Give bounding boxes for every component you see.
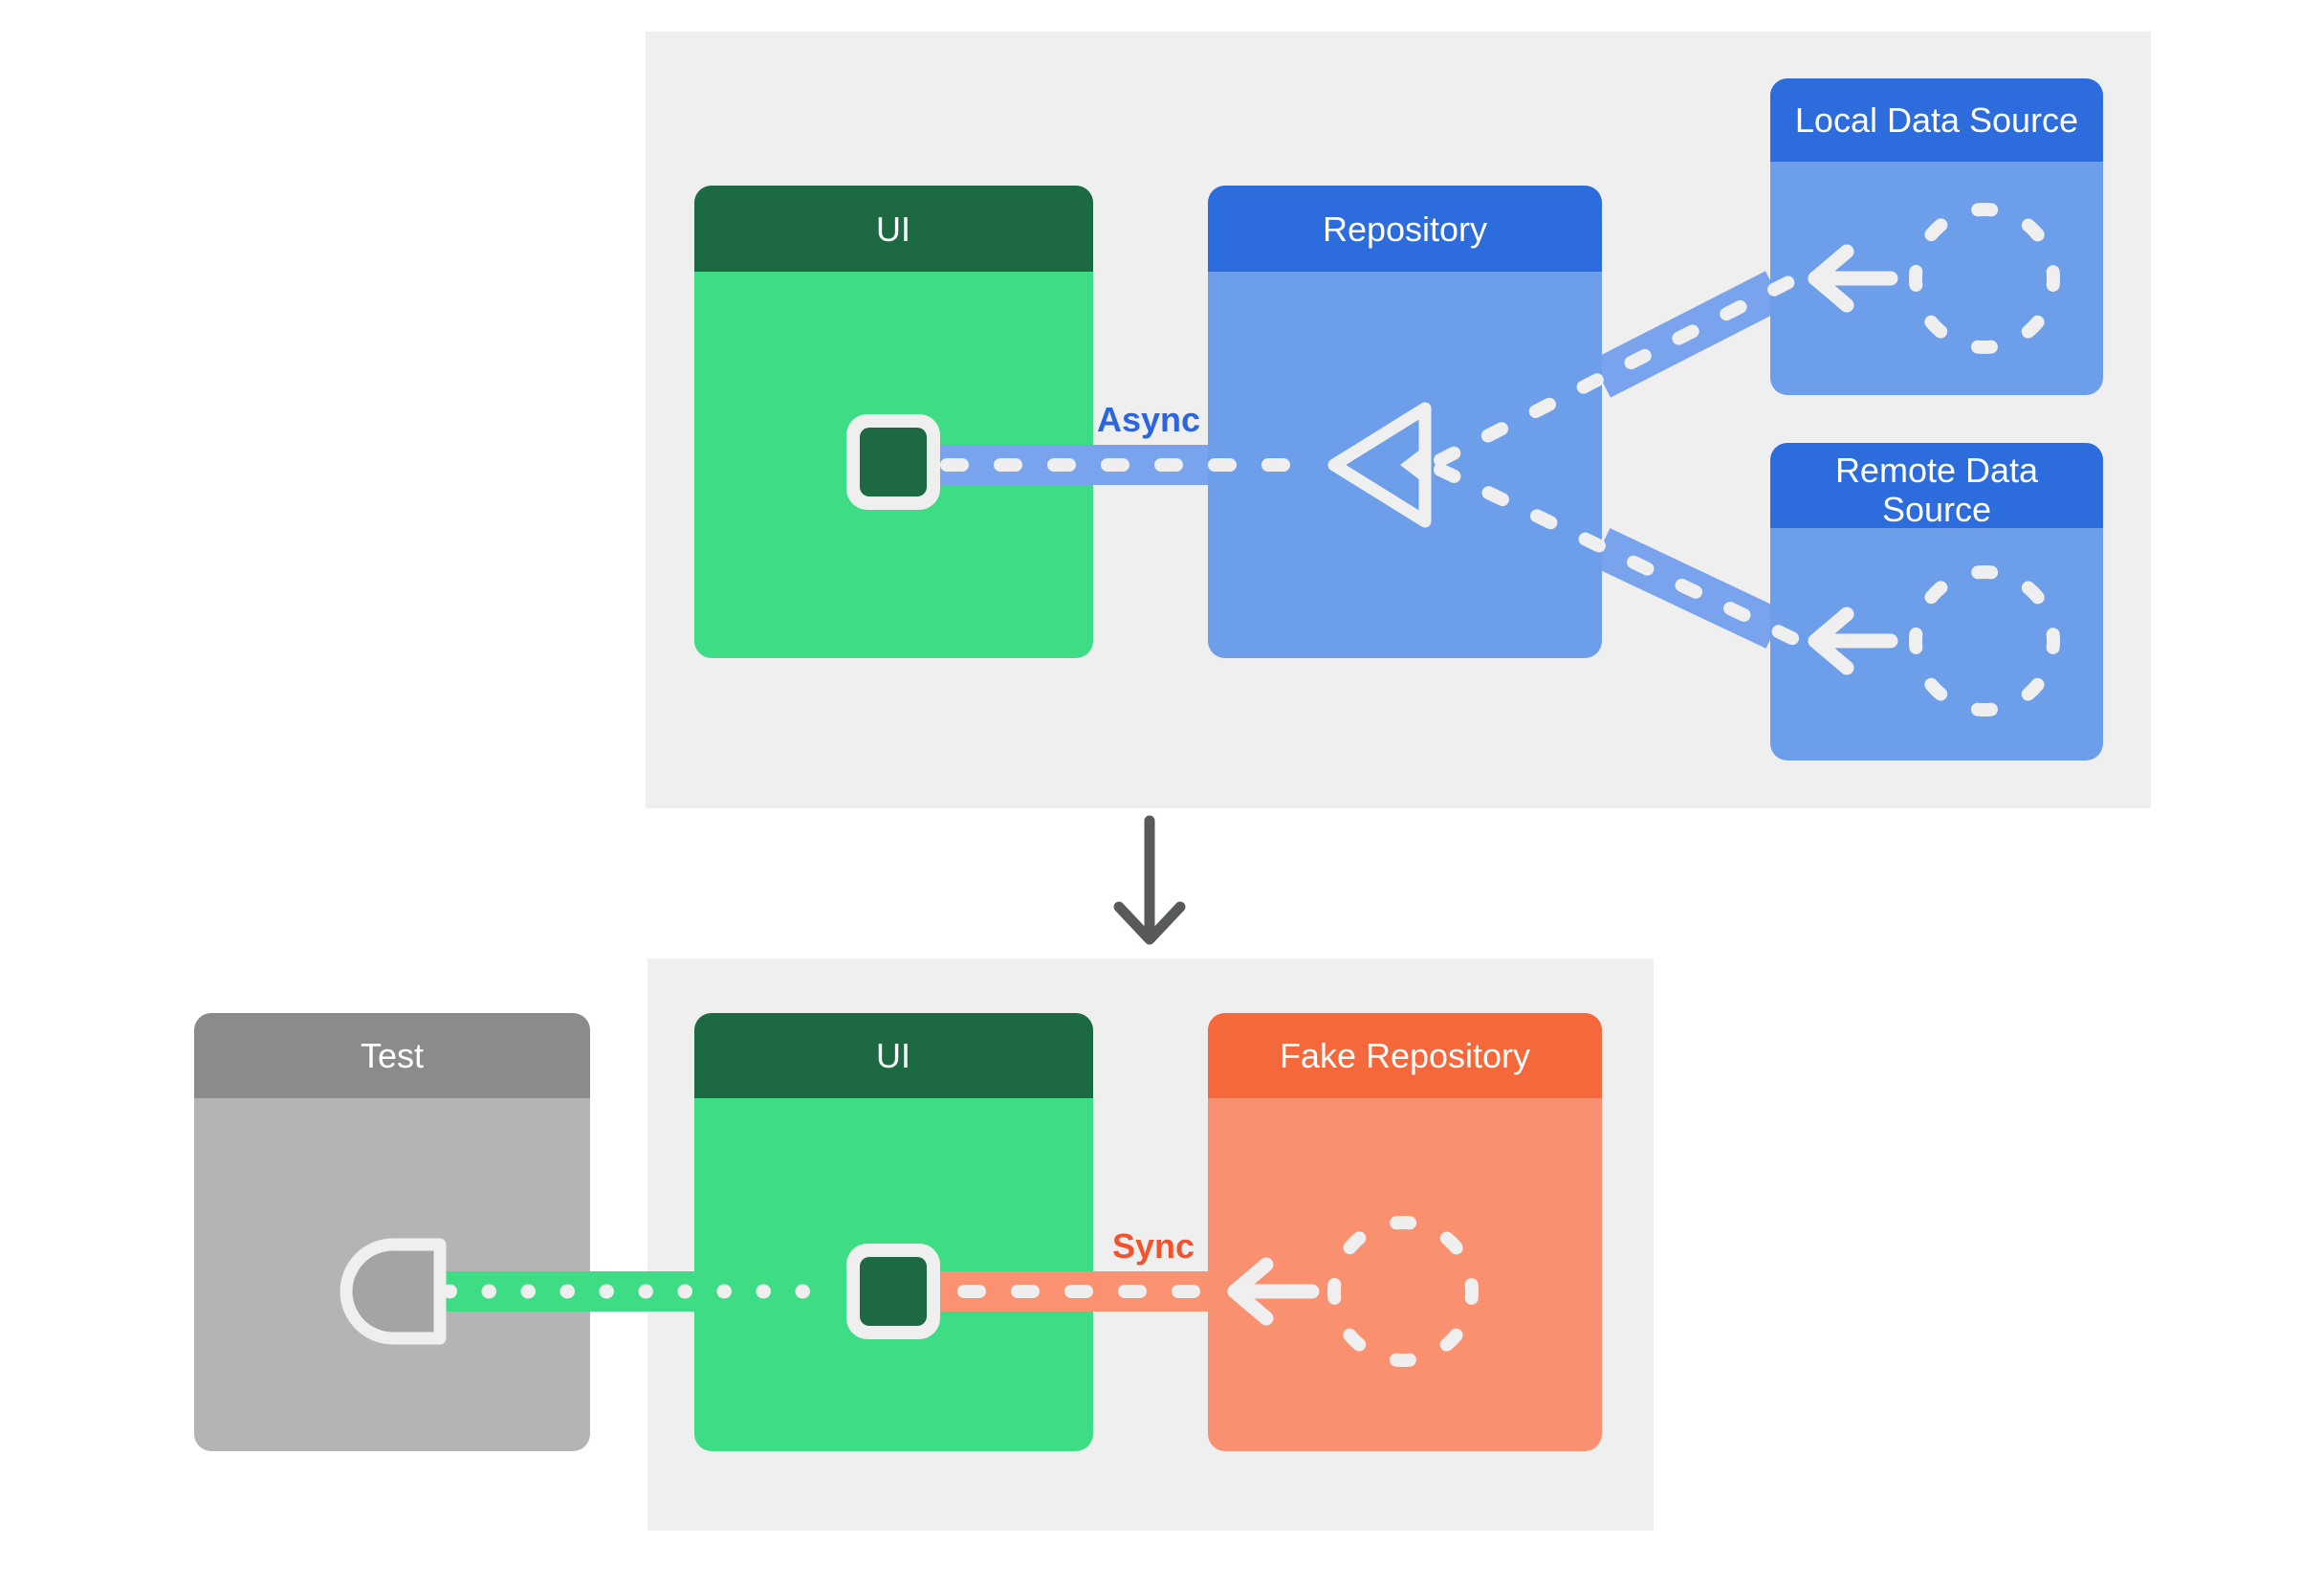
test-body [194, 1013, 590, 1451]
test-title: Test [361, 1036, 424, 1075]
test-ui-header-fill [694, 1056, 1093, 1098]
prod-ui-title: UI [876, 209, 910, 249]
fake-repo-header-fill [1208, 1056, 1602, 1098]
test-ui-port-icon [846, 1244, 940, 1339]
prod-ui-port-icon [846, 414, 940, 510]
test-ui-title: UI [876, 1036, 910, 1075]
remote-ds-flow-icon [1808, 565, 2060, 716]
down-arrow-icon [1113, 815, 1186, 945]
fake-repo-left-arrow-icon [1227, 1257, 1274, 1326]
local-dashed-line [1434, 270, 1807, 467]
fake-repo-title: Fake Repository [1280, 1036, 1530, 1075]
test-header-fill [194, 1056, 590, 1098]
async-label: Async [1097, 400, 1200, 439]
flow-collector-notch [1400, 443, 1429, 487]
test-ui-port-core [860, 1257, 927, 1326]
test-ui-body [694, 1013, 1093, 1451]
test-ui-box: UI [694, 1013, 1093, 1451]
local-ds-flow-icon [1808, 203, 2060, 354]
test-runner-box: Test [194, 1013, 590, 1451]
fake-repo-flow-icon [1227, 1216, 1479, 1367]
test-socket-icon [340, 1238, 447, 1345]
fake-repo-body [1208, 1013, 1602, 1451]
fake-repository-box: Fake Repository [1208, 1013, 1602, 1451]
local-left-arrow-icon [1808, 244, 1854, 313]
remote-ds-header-fill [1770, 486, 2103, 528]
flow-collector-icon [1327, 402, 1432, 528]
local-ds-title: Local Data Source [1795, 100, 2078, 140]
remote-left-arrow-icon [1808, 606, 1854, 675]
remote-ds-title-line1: Remote Data [1835, 451, 2039, 490]
prod-ui-header-fill [694, 230, 1093, 272]
repository-header-fill [1208, 230, 1602, 272]
prod-ui-port-core [860, 428, 927, 496]
remote-ds-title-line2: Source [1882, 490, 1991, 529]
fake-repo-dashed-circle-icon [1327, 1216, 1479, 1367]
repository-title: Repository [1323, 209, 1487, 249]
down-arrow-head [1113, 901, 1186, 945]
remote-dashed-line [1434, 463, 1807, 649]
local-ds-header-fill [1770, 121, 2103, 162]
remote-data-source-box: Remote Data Source [1770, 443, 2103, 760]
sync-label: Sync [1112, 1226, 1195, 1266]
remote-dashed-circle-icon [1909, 565, 2060, 716]
local-dashed-circle-icon [1909, 203, 2060, 354]
